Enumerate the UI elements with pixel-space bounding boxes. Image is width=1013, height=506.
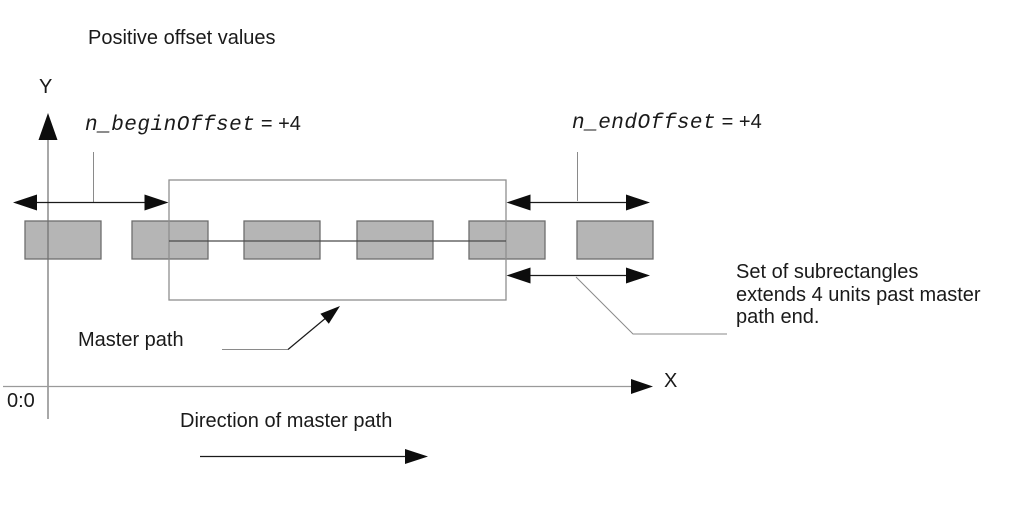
- direction-label: Direction of master path: [180, 410, 393, 432]
- overhang-note-line-1: Set of subrectangles: [736, 261, 919, 283]
- origin-label: 0:0: [7, 390, 35, 412]
- note-leader-line: [575, 276, 727, 335]
- overhang-note: Set of subrectangles extends 4 units pas…: [736, 261, 1013, 329]
- y-axis-label: Y: [39, 76, 53, 98]
- master-path-callout-diagonal-line: [287, 316, 328, 350]
- overhang-note-line-2: extends 4 units past master: [736, 283, 981, 306]
- x-axis-arrowhead-icon: [631, 379, 653, 394]
- subrectangle-5: [468, 220, 546, 260]
- overhang-right-arrowhead-icon: [626, 267, 650, 284]
- x-axis-label: X: [664, 370, 678, 392]
- end-offset-label: n_endOffset = +4: [572, 111, 762, 136]
- subrectangle-2: [131, 220, 209, 260]
- overhang-left-arrowhead-icon: [506, 267, 531, 284]
- subrectangle-3: [243, 220, 321, 260]
- master-path-label: Master path: [78, 329, 184, 351]
- master-path-rect: [168, 179, 507, 301]
- direction-arrowhead-icon: [405, 449, 428, 464]
- begin-offset-label: n_beginOffset = +4: [85, 113, 301, 138]
- end-offset-left-arrowhead-icon: [506, 194, 531, 211]
- begin-offset-left-arrowhead-icon: [13, 194, 37, 211]
- diagram-title: Positive offset values: [88, 27, 276, 49]
- subrectangle-4: [356, 220, 434, 260]
- end-offset-value: = +4: [716, 111, 762, 133]
- y-axis-arrowhead-icon: [38, 113, 58, 140]
- begin-offset-value: = +4: [255, 113, 301, 135]
- subrectangle-1: [24, 220, 102, 260]
- end-offset-variable: n_endOffset: [572, 112, 717, 135]
- subrectangle-6: [576, 220, 654, 260]
- end-offset-right-arrowhead-icon: [626, 194, 650, 211]
- overhang-note-line-3: path end.: [736, 306, 820, 329]
- begin-offset-variable: n_beginOffset: [85, 114, 256, 137]
- master-path-callout-arrowhead-icon: [320, 306, 340, 324]
- begin-offset-right-arrowhead-icon: [144, 194, 169, 211]
